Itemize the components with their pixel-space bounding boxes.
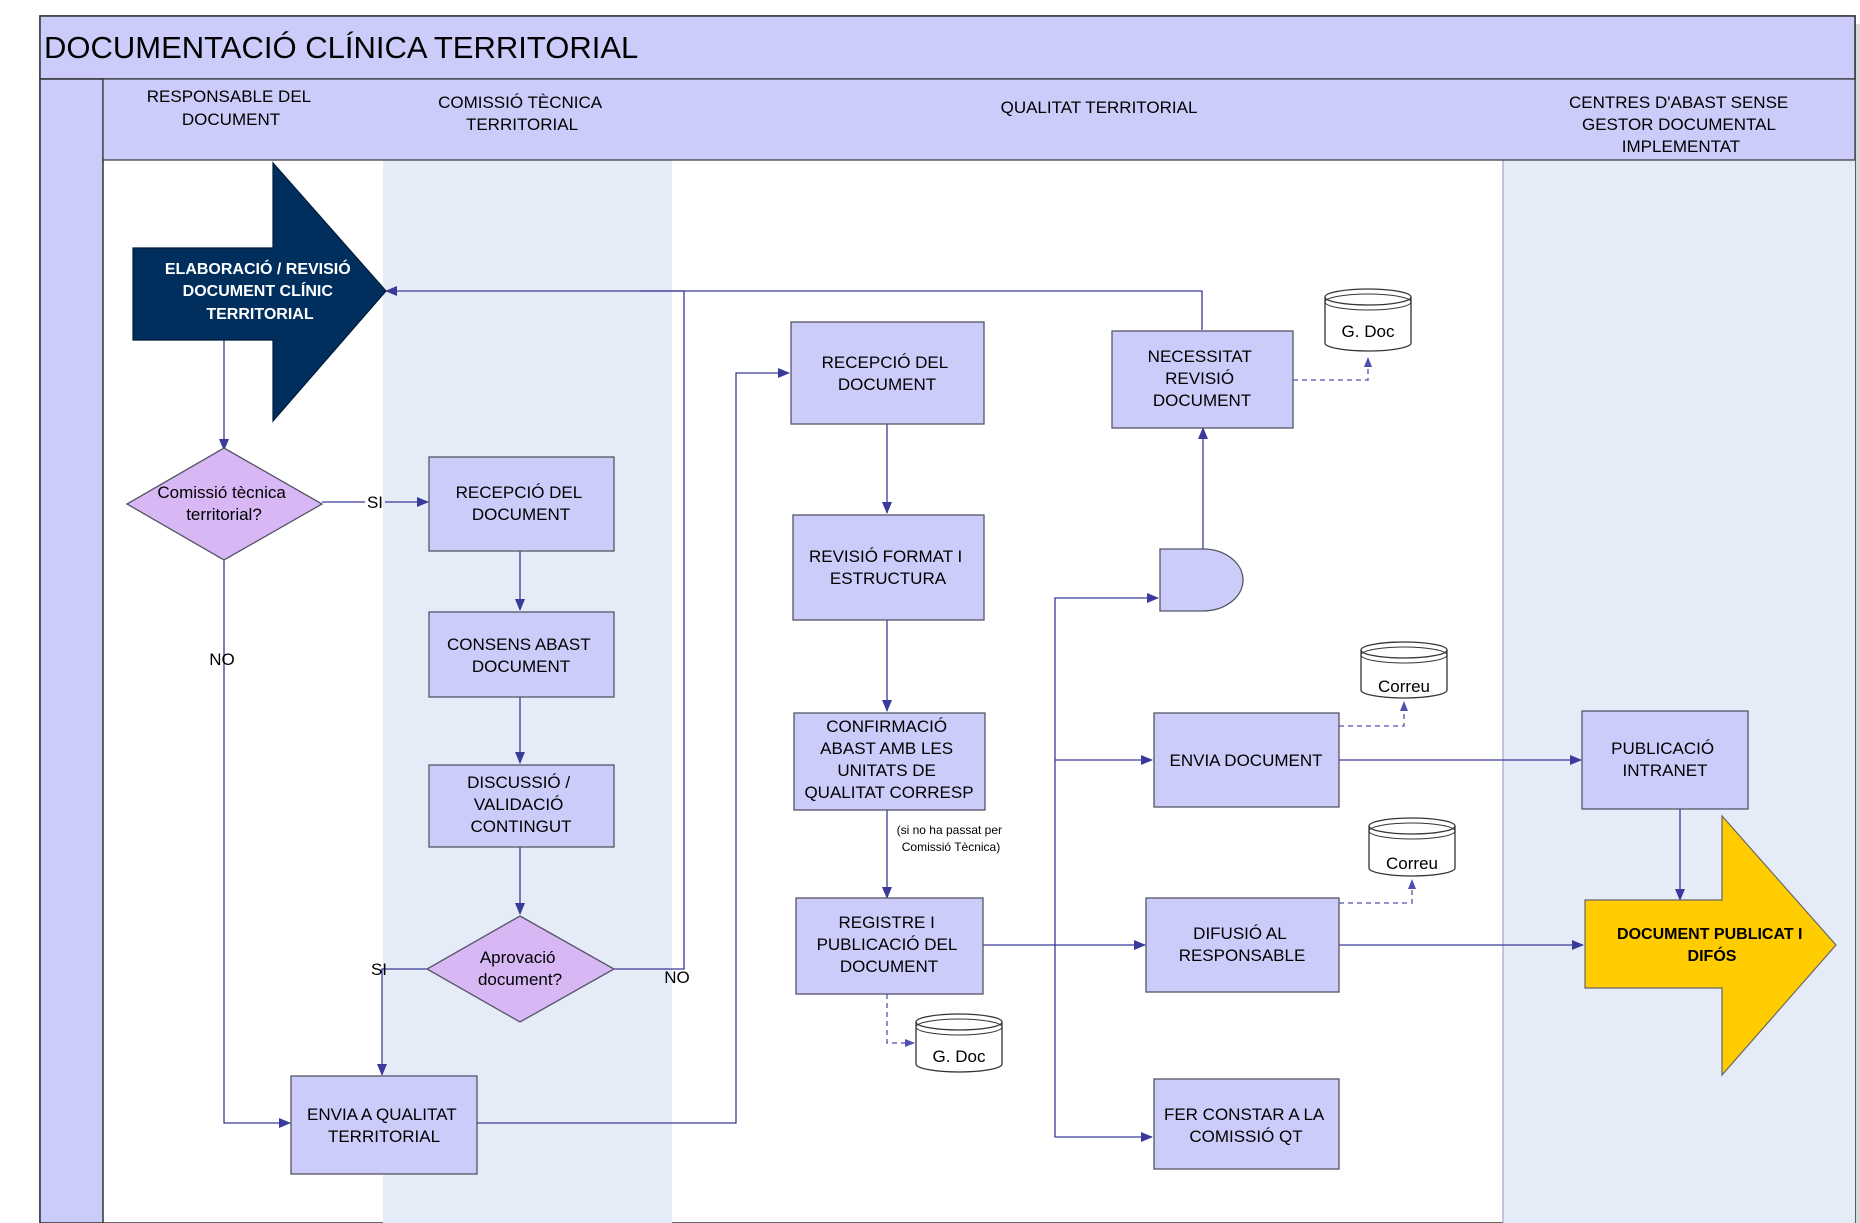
connector-envia-recepcio xyxy=(477,368,790,1124)
lane-header-responsable: RESPONSABLE DEL DOCUMENT xyxy=(147,87,316,129)
svg-text:DISCUSSIÓ / VALIDACIÓ: DISCUSSIÓ / VALIDACIÓ CONTINGUT xyxy=(467,773,575,836)
svg-text:Aprovació document?: Aprovació document? xyxy=(478,948,562,989)
svg-text:Correu: Correu xyxy=(1386,854,1438,873)
process-publicacio: PUBLICACIÓ INTRANET xyxy=(1581,710,1749,810)
dash-envia-correu xyxy=(1339,701,1408,727)
connector-branch-fer xyxy=(1054,945,1153,1142)
decision-comissio-tecnica: Comissió tècnica territorial? xyxy=(125,447,324,561)
connectors xyxy=(219,286,1685,1142)
svg-text:G. Doc: G. Doc xyxy=(1342,322,1395,341)
left-strip xyxy=(39,78,104,1223)
start-arrow: ELABORACIÓ / REVISIÓ DOCUMENT CLÍNIC TER… xyxy=(132,161,387,423)
start-arrow-label: ELABORACIÓ / REVISIÓ DOCUMENT CLÍNIC TER… xyxy=(165,259,355,323)
svg-text:CONSENS ABAST DOCUMENT: CONSENS ABAST DOCUMENT xyxy=(447,635,595,676)
process-difusio: DIFUSIÓ AL RESPONSABLE xyxy=(1145,897,1340,993)
svg-text:ENVIA DOCUMENT: ENVIA DOCUMENT xyxy=(1169,751,1322,770)
title-bar xyxy=(39,15,1856,80)
svg-text:FER CONSTAR A LA COMISSI: FER CONSTAR A LA COMISSIÓ QT xyxy=(1164,1105,1328,1146)
connector-aprovacio-si xyxy=(377,968,427,1076)
connector-necessitat-start xyxy=(385,286,1203,330)
lane-header-row xyxy=(102,78,1856,161)
process-fer-constar: FER CONSTAR A LA COMISSIÓ QT xyxy=(1153,1078,1340,1170)
svg-text:Comissió tècnica territo: Comissió tècnica territorial? xyxy=(157,483,290,524)
svg-text:G. Doc: G. Doc xyxy=(933,1047,986,1066)
label-no-comissio: NO xyxy=(209,650,235,669)
svg-text:ENVIA A QUALITAT TERRITO: ENVIA A QUALITAT TERRITORIAL xyxy=(307,1105,461,1146)
svg-text:CONFIRMACIÓ ABAST AMB LE: CONFIRMACIÓ ABAST AMB LES UNITATS DE QUA… xyxy=(804,717,973,802)
label-no-aprovacio: NO xyxy=(664,968,690,987)
process-registre: REGISTRE I PUBLICACIÓ DEL DOCUMENT xyxy=(795,897,984,995)
decision-aprovacio: Aprovació document? xyxy=(425,915,616,1023)
process-confirmacio: CONFIRMACIÓ ABAST AMB LES UNITATS DE QUA… xyxy=(793,712,986,811)
end-arrow-label: DOCUMENT PUBLICAT I DIFÓS xyxy=(1617,926,1807,965)
dash-registre-gdoc xyxy=(886,994,915,1047)
svg-text:RECEPCIÓ DEL DOCUMENT: RECEPCIÓ DEL DOCUMENT xyxy=(822,353,953,394)
connector-no-envia xyxy=(223,560,291,1128)
end-arrow: DOCUMENT PUBLICAT I DIFÓS xyxy=(1584,814,1837,1077)
dash-difusio-correu xyxy=(1339,879,1416,904)
connector-branch-and xyxy=(1054,593,1159,945)
lane-header-qualitat: QUALITAT TERRITORIAL xyxy=(1001,98,1198,117)
dash-necessitat-gdoc xyxy=(1293,357,1372,381)
datastore-gdoc-bottom: G. Doc xyxy=(915,1013,1003,1073)
process-recepcio-comissio: RECEPCIÓ DEL DOCUMENT xyxy=(428,456,615,552)
svg-text:REGISTRE I PUBLICACIÓ DE: REGISTRE I PUBLICACIÓ DEL DOCUMENT xyxy=(817,913,962,976)
svg-text:RECEPCIÓ DEL DOCUMENT: RECEPCIÓ DEL DOCUMENT xyxy=(456,483,587,524)
process-revisio-format: REVISIÓ FORMAT I ESTRUCTURA xyxy=(792,514,985,621)
svg-text:NECESSITAT REVISIÓ: NECESSITAT REVISIÓ DOCUMENT xyxy=(1148,347,1257,410)
process-envia-document: ENVIA DOCUMENT xyxy=(1153,712,1340,808)
process-envia-qualitat: ENVIA A QUALITAT TERRITORIAL xyxy=(290,1075,478,1175)
label-si-comissio: SI xyxy=(367,493,383,512)
process-discussio: DISCUSSIÓ / VALIDACIÓ CONTINGUT xyxy=(428,764,615,848)
label-si-aprovacio: SI xyxy=(371,960,387,979)
lane-header-comissio: COMISSIÓ TÈCNICA TERRITORIAL xyxy=(438,93,606,134)
label-note: (si no ha passat per Comissió Tècnica) xyxy=(897,823,1006,854)
datastore-correu-2: Correu xyxy=(1368,817,1456,877)
svg-text:PUBLICACIÓ INTRANET: PUBLICACIÓ INTRANET xyxy=(1611,739,1719,780)
svg-text:Correu: Correu xyxy=(1378,677,1430,696)
and-gate xyxy=(1159,548,1244,612)
svg-text:REVISIÓ FORMAT I ESTRUCT: REVISIÓ FORMAT I ESTRUCTURA xyxy=(809,547,967,588)
datastore-correu-1: Correu xyxy=(1360,641,1448,699)
svg-text:DIFUSIÓ AL RESPONSABLE: DIFUSIÓ AL RESPONSABLE xyxy=(1179,924,1306,965)
process-necessitat: NECESSITAT REVISIÓ DOCUMENT xyxy=(1111,330,1294,429)
datastore-gdoc-top: G. Doc xyxy=(1324,288,1412,352)
lane-header-centres: CENTRES D'ABAST SENSE GESTOR DOCUMENTAL … xyxy=(1569,93,1793,156)
lane-shade-centres xyxy=(1503,160,1855,1223)
process-recepcio-qualitat: RECEPCIÓ DEL DOCUMENT xyxy=(790,321,985,425)
process-consens: CONSENS ABAST DOCUMENT xyxy=(428,611,615,698)
diagram-title: DOCUMENTACIÓ CLÍNICA TERRITORIAL xyxy=(44,30,638,65)
